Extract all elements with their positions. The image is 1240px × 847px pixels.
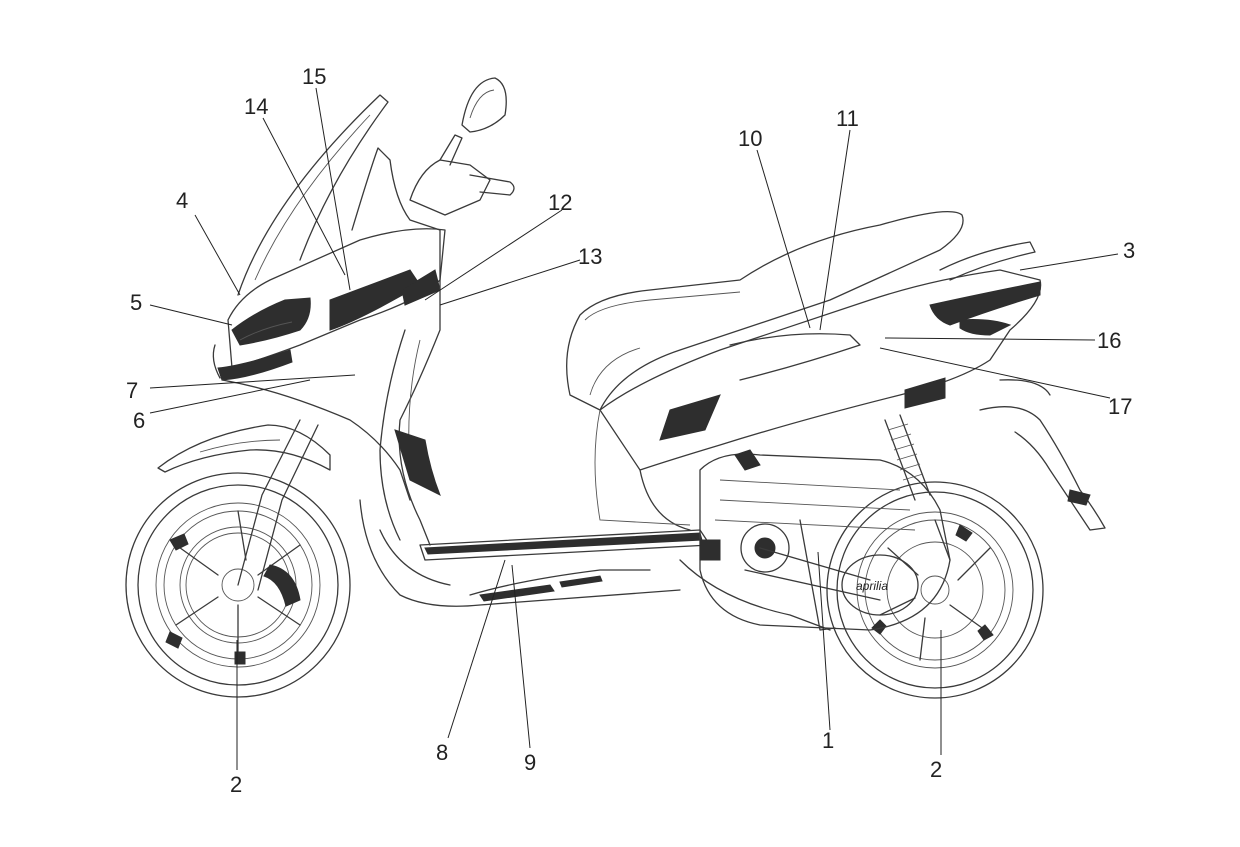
- engine: aprilia: [679, 414, 951, 631]
- front-wheel: [125, 472, 351, 698]
- callout-13: 13: [578, 244, 602, 269]
- callout-5: 5: [130, 290, 142, 315]
- callout-8: 8: [436, 740, 448, 765]
- callout-6: 6: [133, 408, 145, 433]
- seat: [566, 211, 964, 411]
- callout-1: 1: [822, 728, 834, 753]
- callout-2-rear: 2: [930, 757, 942, 782]
- callout-12: 12: [548, 190, 572, 215]
- side-body: [594, 241, 1106, 531]
- front-fairing: [212, 77, 515, 501]
- front-fork: [157, 419, 331, 591]
- callout-labels: 1 2 2 3 4 5 6 7 8 9 10 11 12 13 14 15 16…: [126, 64, 1135, 797]
- callout-14: 14: [244, 94, 268, 119]
- callout-leaders: [149, 87, 1119, 770]
- rear-wheel: [826, 481, 1044, 699]
- callout-10: 10: [738, 126, 762, 151]
- callout-11: 11: [836, 106, 859, 131]
- callout-15: 15: [302, 64, 326, 89]
- leg-shield: [359, 229, 681, 607]
- callout-9: 9: [524, 750, 536, 775]
- callout-7: 7: [126, 378, 138, 403]
- callout-2-front: 2: [230, 772, 242, 797]
- brand-badge: aprilia: [856, 579, 888, 593]
- callout-4: 4: [176, 188, 188, 213]
- floorboard: [419, 529, 711, 602]
- callout-3: 3: [1123, 238, 1135, 263]
- callout-17: 17: [1108, 394, 1132, 419]
- callout-16: 16: [1097, 328, 1121, 353]
